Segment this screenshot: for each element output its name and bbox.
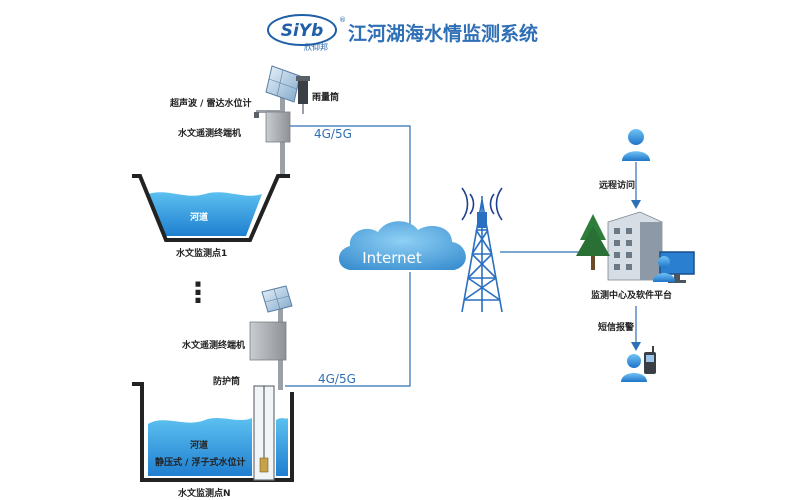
remote-access-label: 远程访问	[599, 179, 635, 191]
remote-user-icon	[622, 129, 650, 161]
ultrasonic-sensor-icon	[254, 112, 259, 118]
link-stationN-line	[285, 272, 411, 387]
logo: SiYb ® 欣仰邦	[267, 14, 346, 52]
terminal-label-1: 水文遥测终端机	[178, 127, 241, 139]
ultrasonic-sensor-label: 超声波 / 雷达水位计	[169, 97, 252, 109]
solar-panel-n-icon	[261, 285, 293, 313]
sms-alert-label: 短信报警	[598, 321, 634, 333]
tree-icon	[576, 214, 610, 270]
pressure-sensor-label: 静压式 / 浮子式水位计	[155, 456, 246, 468]
ellipsis-dots: ⋮	[184, 276, 212, 309]
solar-panel-icon	[265, 65, 301, 103]
link1-label: 4G/5G	[314, 127, 352, 141]
terminal-label-n: 水文遥测终端机	[182, 339, 245, 351]
logo-mark: ®	[339, 16, 346, 24]
building-icon	[607, 211, 663, 281]
logo-subtext: 欣仰邦	[304, 42, 328, 52]
terminal-box-icon	[265, 111, 291, 143]
protection-tube-label: 防护筒	[213, 375, 240, 387]
mobile-phone-icon	[644, 346, 656, 374]
operator-icon	[653, 256, 675, 282]
river-label-n: 河道	[190, 439, 208, 451]
alert-user-icon	[621, 354, 647, 382]
connection-lines	[285, 125, 637, 387]
stationN-point-label: 水文监测点N	[178, 487, 231, 499]
page-title: 江河湖海水情监测系统	[348, 22, 538, 45]
signal-waves-icon	[461, 187, 503, 221]
river-channel-n	[132, 382, 294, 482]
station1-point-label: 水文监测点1	[176, 247, 227, 259]
link-station1-line	[290, 125, 411, 232]
sms-arrow-head	[631, 342, 641, 351]
remote-arrow-head	[631, 200, 641, 209]
station1: 雨量筒 超声波 / 雷达水位计 水文遥测终端机 河道 水文监测点1	[132, 65, 339, 259]
monitoring-center-label: 监测中心及软件平台	[591, 289, 672, 301]
logo-text: SiYb	[281, 21, 324, 41]
river-label-1: 河道	[190, 211, 208, 223]
internet-label: Internet	[362, 249, 422, 267]
water-level-sensor-icon	[259, 457, 269, 473]
tower-antenna-block	[477, 212, 487, 228]
rain-gauge-label: 雨量筒	[312, 91, 339, 103]
terminal-box-n-icon	[249, 321, 287, 361]
rain-gauge-icon	[296, 76, 310, 114]
river-channel-1	[132, 174, 290, 242]
link2-label: 4G/5G	[318, 372, 356, 386]
internet-cloud-icon	[338, 221, 466, 270]
stationN: 水文遥测终端机 防护筒 河道 静压式 / 浮子式水位计 水文监测点N	[132, 285, 294, 499]
sensor-arm	[256, 110, 282, 113]
